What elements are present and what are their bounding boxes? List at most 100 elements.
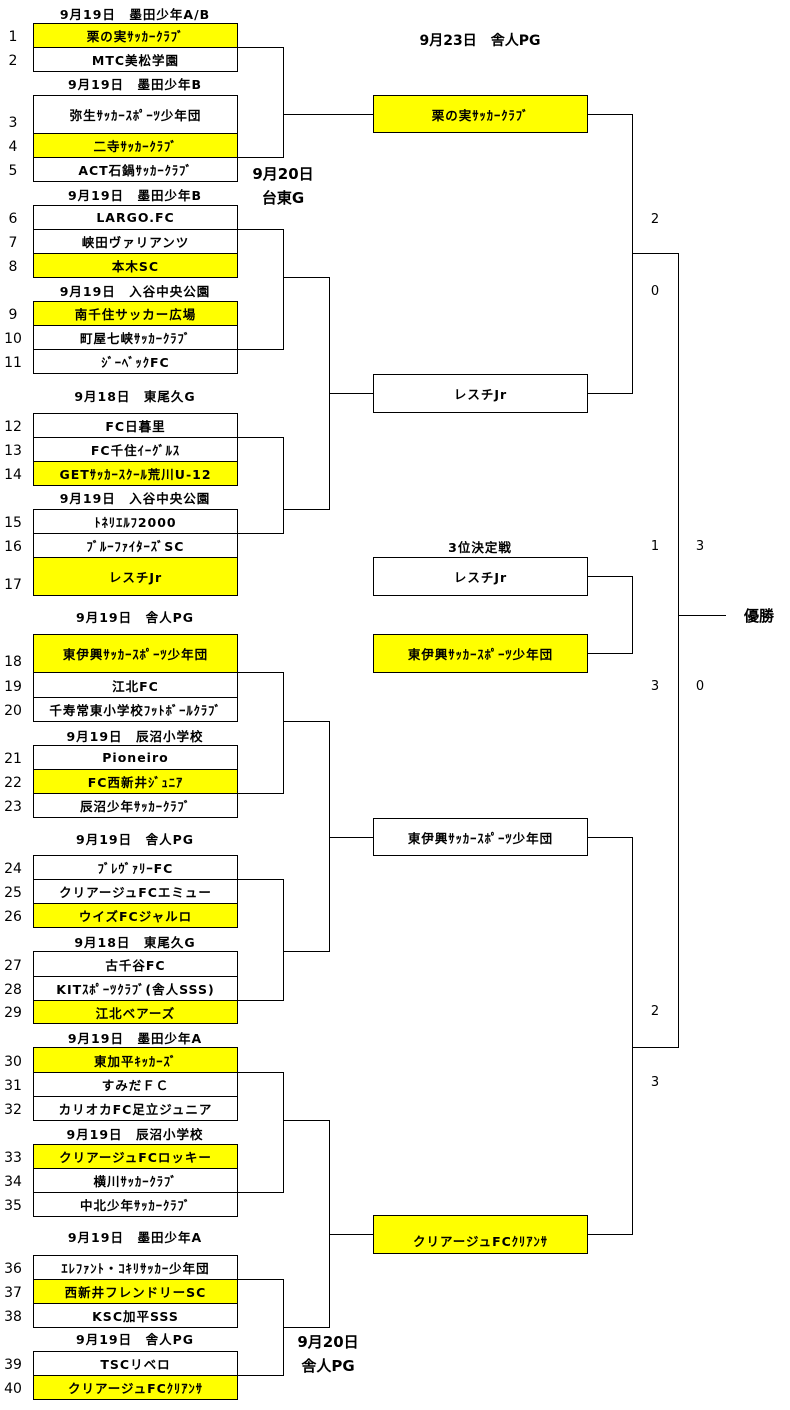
seed-number: 14: [4, 467, 22, 483]
bracket-line: [329, 1234, 374, 1235]
team-box: ACT石鍋ｻｯｶｰｸﾗﾌﾞ: [33, 157, 238, 182]
team-box: レスチJr: [33, 557, 238, 596]
bracket-line: [678, 615, 726, 616]
bracket-line: [237, 1072, 284, 1073]
team-box: FC千住ｲｰｸﾞﾙｽ: [33, 437, 238, 462]
bracket-line: [237, 793, 284, 794]
seed-number: 39: [4, 1357, 22, 1373]
team-box: ﾌﾞﾚｳﾞｧﾘｰFC: [33, 855, 238, 880]
seed-number: 25: [4, 885, 22, 901]
bracket-line: [587, 653, 633, 654]
team-box: ﾄﾈﾘｴﾙﾌ2000: [33, 509, 238, 534]
bracket-line: [329, 837, 374, 838]
seed-number: 4: [8, 139, 18, 155]
team-box: 南千住サッカー広場: [33, 301, 238, 326]
seed-number: 33: [4, 1150, 22, 1166]
seed-number: 3: [8, 115, 18, 131]
bracket-line: [587, 1234, 633, 1235]
seed-number: 20: [4, 703, 22, 719]
seed-number: 37: [4, 1285, 22, 1301]
bracket-line: [283, 672, 284, 794]
bracket-line: [237, 157, 284, 158]
quarter-date-bottom: 9月20日: [297, 1333, 359, 1351]
champion-label: 優勝: [743, 607, 775, 625]
semifinalist-3: 東伊興ｻｯｶｰｽﾎﾟｰﾂ少年団: [373, 818, 588, 856]
semifinalist-1: 栗の実ｻｯｶｰｸﾗﾌﾞ: [373, 95, 588, 133]
match-venue-label: 9月18日 東尾久G: [74, 935, 196, 950]
bracket-line: [632, 1047, 679, 1048]
team-box: 千寿常東小学校ﾌｯﾄﾎﾞｰﾙｸﾗﾌﾞ: [33, 697, 238, 722]
team-box: 西新井フレンドリーSC: [33, 1279, 238, 1304]
bracket-line: [237, 349, 284, 350]
team-box: 町屋七峡ｻｯｶｰｸﾗﾌﾞ: [33, 325, 238, 350]
match-venue-label: 9月19日 舎人PG: [75, 832, 195, 847]
seed-number: 21: [4, 751, 22, 767]
team-box: カリオカFC足立ジュニア: [33, 1096, 238, 1121]
team-box: KITｽﾎﾟｰﾂｸﾗﾌﾞ(舎人SSS): [33, 976, 238, 1001]
score-third-bottom: 3: [650, 679, 660, 694]
seed-number: 36: [4, 1261, 22, 1277]
seed-number: 2: [8, 53, 18, 69]
team-box: ﾌﾞﾙｰﾌｧｲﾀｰｽﾞSC: [33, 533, 238, 558]
match-venue-label: 9月19日 墨田少年B: [67, 188, 203, 203]
bracket-line: [237, 1279, 284, 1280]
seed-number: 9: [8, 307, 18, 323]
team-box: ｼﾞｰﾍﾞｯｸFC: [33, 349, 238, 374]
bracket-line: [283, 951, 330, 952]
bracket-line: [283, 879, 284, 1001]
seed-number: 13: [4, 443, 22, 459]
match-venue-label: 9月19日 墨田少年A: [67, 1031, 203, 1046]
bracket-line: [329, 1120, 330, 1328]
bracket-line: [678, 253, 679, 1048]
seed-number: 34: [4, 1174, 22, 1190]
bracket-line: [237, 1000, 284, 1001]
seed-number: 29: [4, 1005, 22, 1021]
bracket-line: [237, 1375, 284, 1376]
team-box: 東伊興ｻｯｶｰｽﾎﾟｰﾂ少年団: [33, 634, 238, 673]
seed-number: 17: [4, 577, 22, 593]
seed-number: 7: [8, 235, 18, 251]
bracket-line: [329, 393, 374, 394]
bracket-line: [237, 1192, 284, 1193]
quarter-place-bottom: 舎人PG: [301, 1357, 355, 1375]
team-box: 江北FC: [33, 672, 238, 698]
match-venue-label: 9月19日 入谷中央公園: [59, 491, 211, 506]
seed-number: 10: [4, 331, 22, 347]
match-venue-label: 9月19日 舎人PG: [75, 610, 195, 625]
score-final-bottom: 0: [695, 679, 705, 694]
seed-number: 27: [4, 958, 22, 974]
team-box: 古千谷FC: [33, 951, 238, 977]
seed-number: 24: [4, 861, 22, 877]
match-venue-label: 9月19日 墨田少年A: [67, 1230, 203, 1245]
score-semi2-top: 2: [650, 1004, 660, 1019]
bracket-line: [283, 1327, 330, 1328]
match-venue-label: 9月19日 辰沼小学校: [66, 729, 204, 744]
bracket-line: [283, 277, 330, 278]
seed-number: 11: [4, 355, 22, 371]
team-box: GETｻｯｶｰｽｸｰﾙ荒川U-12: [33, 461, 238, 486]
seed-number: 40: [4, 1381, 22, 1397]
bracket-line: [237, 533, 284, 534]
seed-number: 31: [4, 1078, 22, 1094]
bracket-line: [632, 253, 679, 254]
team-box: 本木SC: [33, 253, 238, 278]
match-venue-label: 9月19日 墨田少年B: [67, 77, 203, 92]
seed-number: 5: [8, 163, 18, 179]
team-box: MTC美松学園: [33, 47, 238, 72]
match-venue-label: 9月18日 東尾久G: [74, 389, 196, 404]
team-box: 中北少年ｻｯｶｰｸﾗﾌﾞ: [33, 1192, 238, 1217]
bracket-line: [587, 837, 633, 838]
semifinalist-2: レスチJr: [373, 374, 588, 413]
score-semi1-top: 2: [650, 212, 660, 227]
seed-number: 22: [4, 775, 22, 791]
quarter-place-top: 台東G: [261, 189, 305, 207]
seed-number: 32: [4, 1102, 22, 1118]
bracket-line: [283, 437, 284, 534]
team-box: すみだＦＣ: [33, 1072, 238, 1097]
team-box: 峡田ヴァリアンツ: [33, 229, 238, 254]
team-box: KSC加平SSS: [33, 1303, 238, 1328]
score-final-top: 3: [695, 539, 705, 554]
bracket-line: [283, 721, 330, 722]
quarter-date-top: 9月20日: [252, 165, 314, 183]
match-venue-label: 9月19日 入谷中央公園: [59, 284, 211, 299]
